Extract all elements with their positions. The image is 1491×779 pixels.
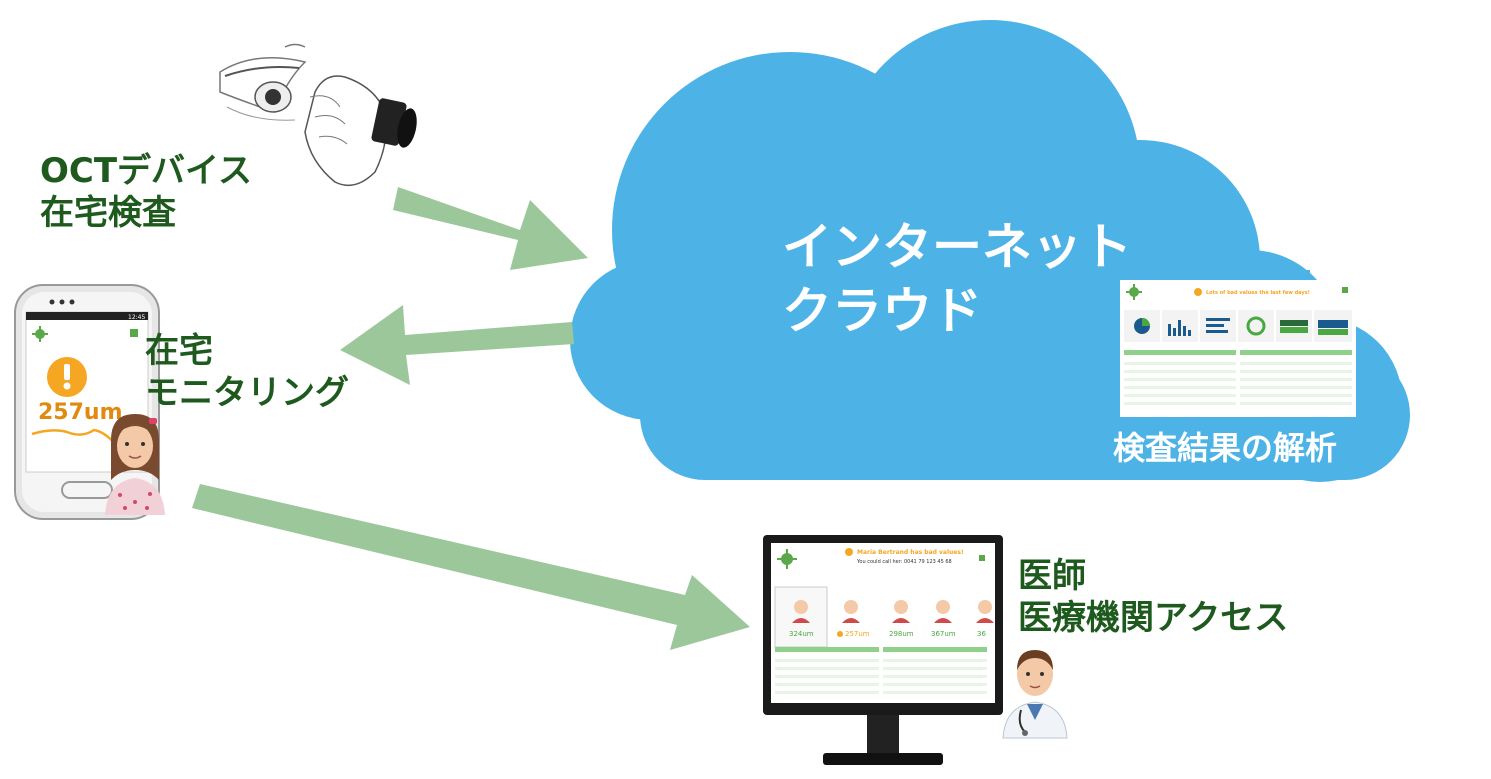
monitor-warning-icon: [845, 548, 853, 556]
home-monitoring-line1: 在宅: [145, 331, 213, 371]
patient-avatar: [105, 414, 165, 515]
oct-label: OCTデバイス 在宅検査: [40, 150, 252, 234]
monitor-alert-line1: Maria Bertrand has bad values!: [857, 549, 964, 556]
patient-value-2: 257um: [845, 630, 870, 638]
monitor-menu-icon: [979, 555, 985, 561]
cloud-title: インターネット クラウド: [782, 215, 1132, 343]
doctor-label-line1: 医師: [1018, 556, 1086, 596]
patient-value-1: 324um: [789, 630, 814, 638]
doctor-label: 医師 医療機関アクセス: [1018, 555, 1288, 639]
patient-value-3: 298um: [889, 630, 914, 638]
home-monitoring-line2: モニタリング: [145, 373, 349, 413]
monitor-logo-icon: [777, 549, 797, 569]
monitor-alert-line2: You could call her: 0041 79 123 45 68: [856, 559, 952, 565]
cloud-title-line2: クラウド: [782, 282, 982, 340]
menu-icon: [1342, 287, 1348, 293]
home-monitoring-label: 在宅 モニタリング: [145, 330, 349, 414]
doctor-monitor: Maria Bertrand has bad values! You could…: [763, 535, 1003, 765]
app-logo-icon: [32, 326, 48, 342]
phone-clock: 12:45: [128, 314, 145, 321]
phone-reading: 257um: [38, 400, 123, 425]
patient-value-5: 36: [977, 630, 986, 638]
patient-warning-icon: [837, 631, 843, 637]
logo-icon: [1126, 284, 1142, 300]
patient-cards: [792, 600, 994, 623]
dashboard-alert: Lots of bad values the last few days!: [1206, 290, 1310, 296]
arrow-oct-to-cloud: [393, 187, 588, 270]
cloud-title-line1: インターネット: [782, 218, 1132, 276]
doctor-avatar: [1002, 650, 1068, 739]
oct-eye-illustration: [219, 43, 417, 187]
analysis-dashboard: Lots of bad values the last few days!: [1120, 280, 1356, 417]
oct-label-line2: 在宅検査: [40, 193, 176, 233]
doctor-label-line2: 医療機関アクセス: [1018, 598, 1289, 638]
phone-menu-icon: [130, 329, 138, 337]
analysis-caption: 検査結果の解析: [1113, 429, 1338, 467]
warning-icon: [1194, 288, 1202, 296]
arrow-cloud-to-home: [340, 305, 574, 385]
oct-label-line1: OCTデバイス: [40, 151, 253, 191]
patient-value-4: 367um: [931, 630, 956, 638]
arrow-home-to-doctor: [192, 484, 750, 650]
